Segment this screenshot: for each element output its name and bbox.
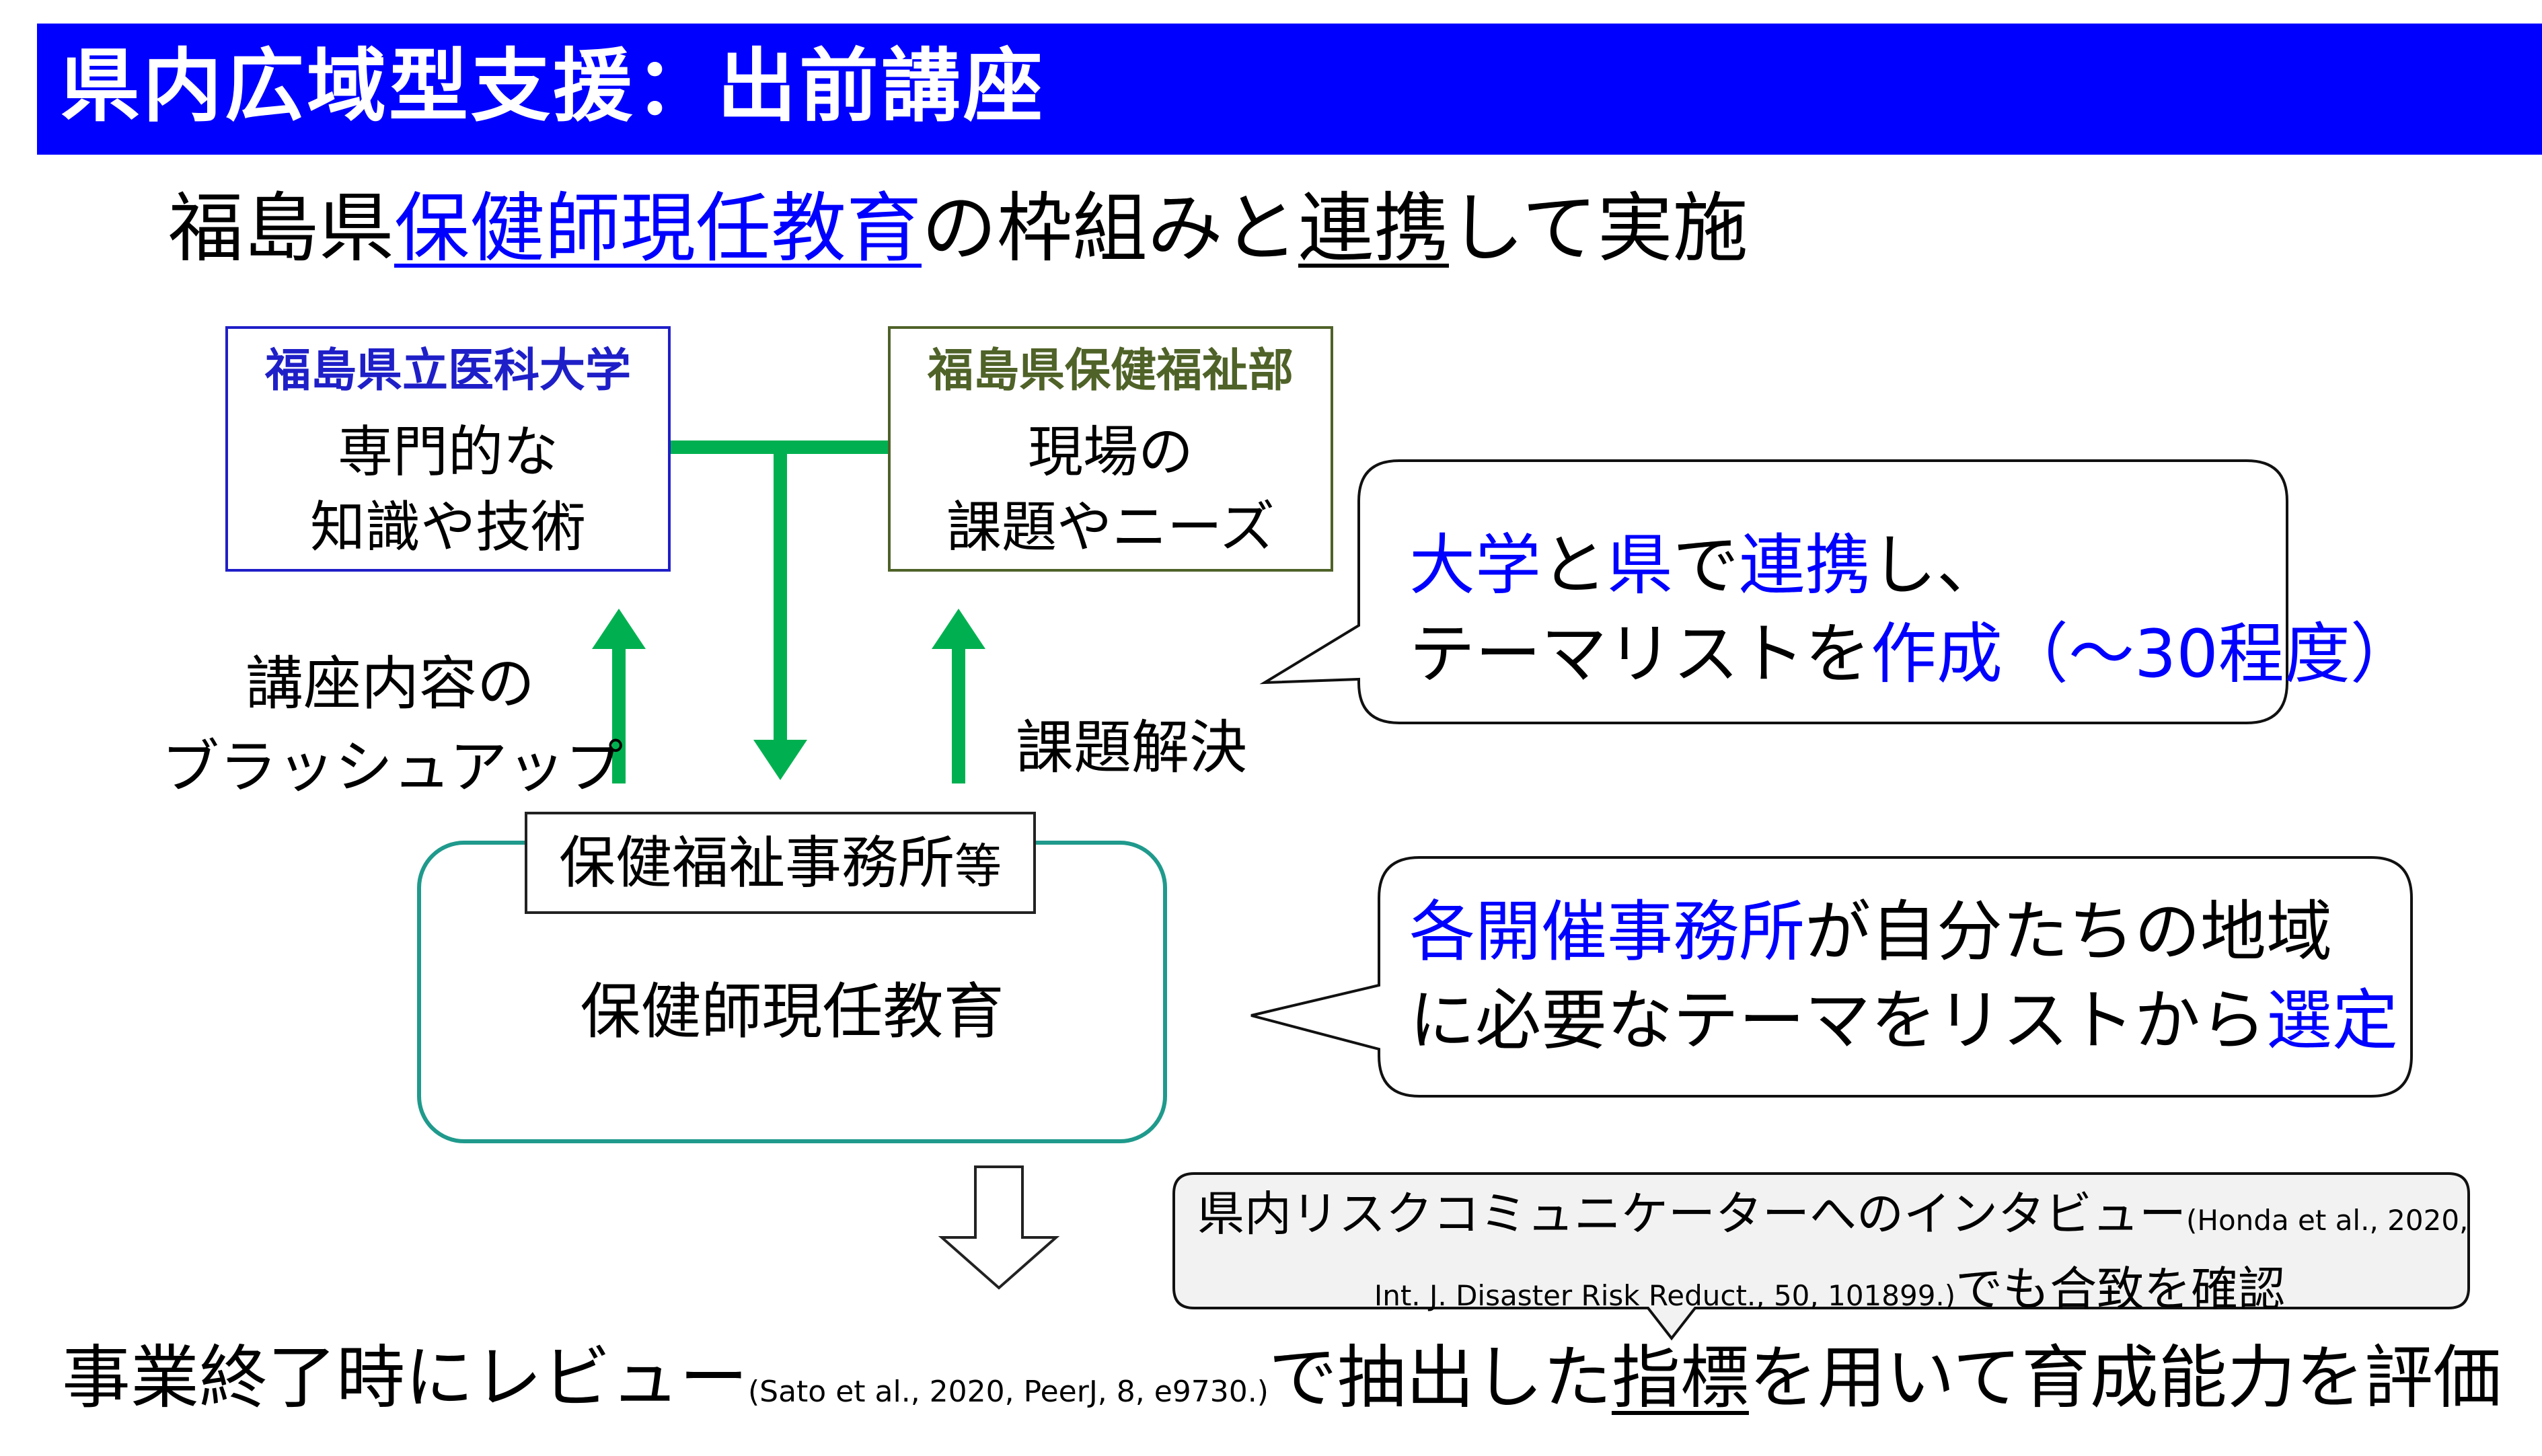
bottom-underlined: 指標 bbox=[1611, 1338, 1749, 1418]
box-univ-line2: 知識や技術 bbox=[309, 496, 586, 560]
callout1-p1: 大学 bbox=[1409, 527, 1542, 604]
callout2-l1a: 各開催事務所 bbox=[1409, 894, 1805, 970]
label-brushup-line1: 講座内容の bbox=[246, 650, 535, 718]
callout2-l1b: が自分たちの地域 bbox=[1805, 894, 2333, 970]
up-arrow-right-icon bbox=[932, 609, 985, 649]
office-tag-small: 等 bbox=[955, 839, 1002, 894]
up-arrow-left-icon bbox=[592, 609, 646, 649]
box-prefecture-health: 福島県保健福祉部 現場の 課題やニーズ bbox=[888, 326, 1333, 572]
subtitle-underlined: 連携 bbox=[1298, 185, 1449, 272]
bottom-statement: 事業終了時にレビュー(Sato et al., 2020, PeerJ, 8, … bbox=[62, 1332, 2502, 1439]
office-body-text: 保健師現任教育 bbox=[580, 976, 1004, 1047]
interview-cite1: (Honda et al., 2020, bbox=[2186, 1204, 2469, 1237]
interview-tail: でも合致を確認 bbox=[1955, 1262, 2286, 1317]
callout1-l2a: テーマリストを bbox=[1409, 616, 1871, 693]
office-tag-main: 保健福祉事務所 bbox=[558, 830, 955, 896]
slide-title: 県内広域型支援：出前講座 bbox=[61, 40, 1046, 132]
subtitle: 福島県保健師現任教育の枠組みと連携して実施 bbox=[168, 178, 1748, 279]
label-brushup: 講座内容の ブラッシュアップ bbox=[161, 642, 624, 809]
hollow-down-arrow-icon bbox=[938, 1165, 1060, 1290]
subtitle-middle: の枠組みと bbox=[922, 185, 1298, 272]
office-tag: 保健福祉事務所等 bbox=[525, 812, 1036, 914]
callout1-p2: と bbox=[1541, 527, 1608, 604]
callout1-p3: 県 bbox=[1607, 527, 1674, 604]
callout2-l2b: 選定 bbox=[2266, 983, 2399, 1059]
callout-bubble-1 bbox=[1259, 459, 2288, 724]
subtitle-prefix: 福島県 bbox=[168, 185, 394, 272]
callout-2-text: 各開催事務所が自分たちの地域 に必要なテーマをリストから選定 bbox=[1409, 888, 2398, 1065]
box-pref-heading: 福島県保健福祉部 bbox=[927, 344, 1294, 397]
callout-1-text: 大学と県で連携し、 テーマリストを作成（～30程度） bbox=[1409, 521, 2416, 699]
subtitle-highlight: 保健師現任教育 bbox=[394, 185, 922, 272]
label-problem-solving: 課題解決 bbox=[1016, 714, 1247, 781]
callout1-p6: し、 bbox=[1871, 527, 2003, 604]
label-brushup-line2: ブラッシュアップ bbox=[161, 734, 624, 801]
interview-main: 県内リスクコミュニケーターへのインタビュー bbox=[1197, 1186, 2186, 1241]
box-univ-heading: 福島県立医科大学 bbox=[264, 344, 631, 397]
callout1-p5: 連携 bbox=[1739, 527, 1871, 604]
box-pref-line2: 課題やニーズ bbox=[946, 496, 1275, 560]
interview-cite2: Int. J. Disaster Risk Reduct., 50, 10189… bbox=[1374, 1279, 1956, 1312]
box-pref-line1: 現場の bbox=[1027, 420, 1193, 484]
header-bar bbox=[37, 24, 2542, 155]
bottom-cite: (Sato et al., 2020, PeerJ, 8, e9730.) bbox=[748, 1375, 1269, 1409]
callout-bubble-2 bbox=[1250, 856, 2413, 1098]
callout2-l2a: に必要なテーマをリストから bbox=[1409, 983, 2267, 1059]
callout1-l2c: （～30程度） bbox=[2003, 616, 2416, 693]
callout1-l2b: 作成 bbox=[1871, 616, 2003, 693]
box-medical-university: 福島県立医科大学 専門的な 知識や技術 bbox=[225, 326, 671, 572]
bottom-part3: を用いて育成能力を評価 bbox=[1748, 1338, 2502, 1418]
interview-note: 県内リスクコミュニケーターへのインタビュー(Honda et al., 2020… bbox=[1197, 1180, 2468, 1330]
callout1-p4: で bbox=[1673, 527, 1740, 604]
down-arrow-icon bbox=[753, 740, 807, 780]
bottom-part1: 事業終了時にレビュー bbox=[62, 1338, 748, 1418]
bottom-part2: で抽出した bbox=[1268, 1338, 1612, 1418]
interview-box bbox=[1172, 1172, 2470, 1341]
box-univ-line1: 専門的な bbox=[337, 420, 558, 484]
subtitle-suffix: して実施 bbox=[1449, 185, 1748, 272]
